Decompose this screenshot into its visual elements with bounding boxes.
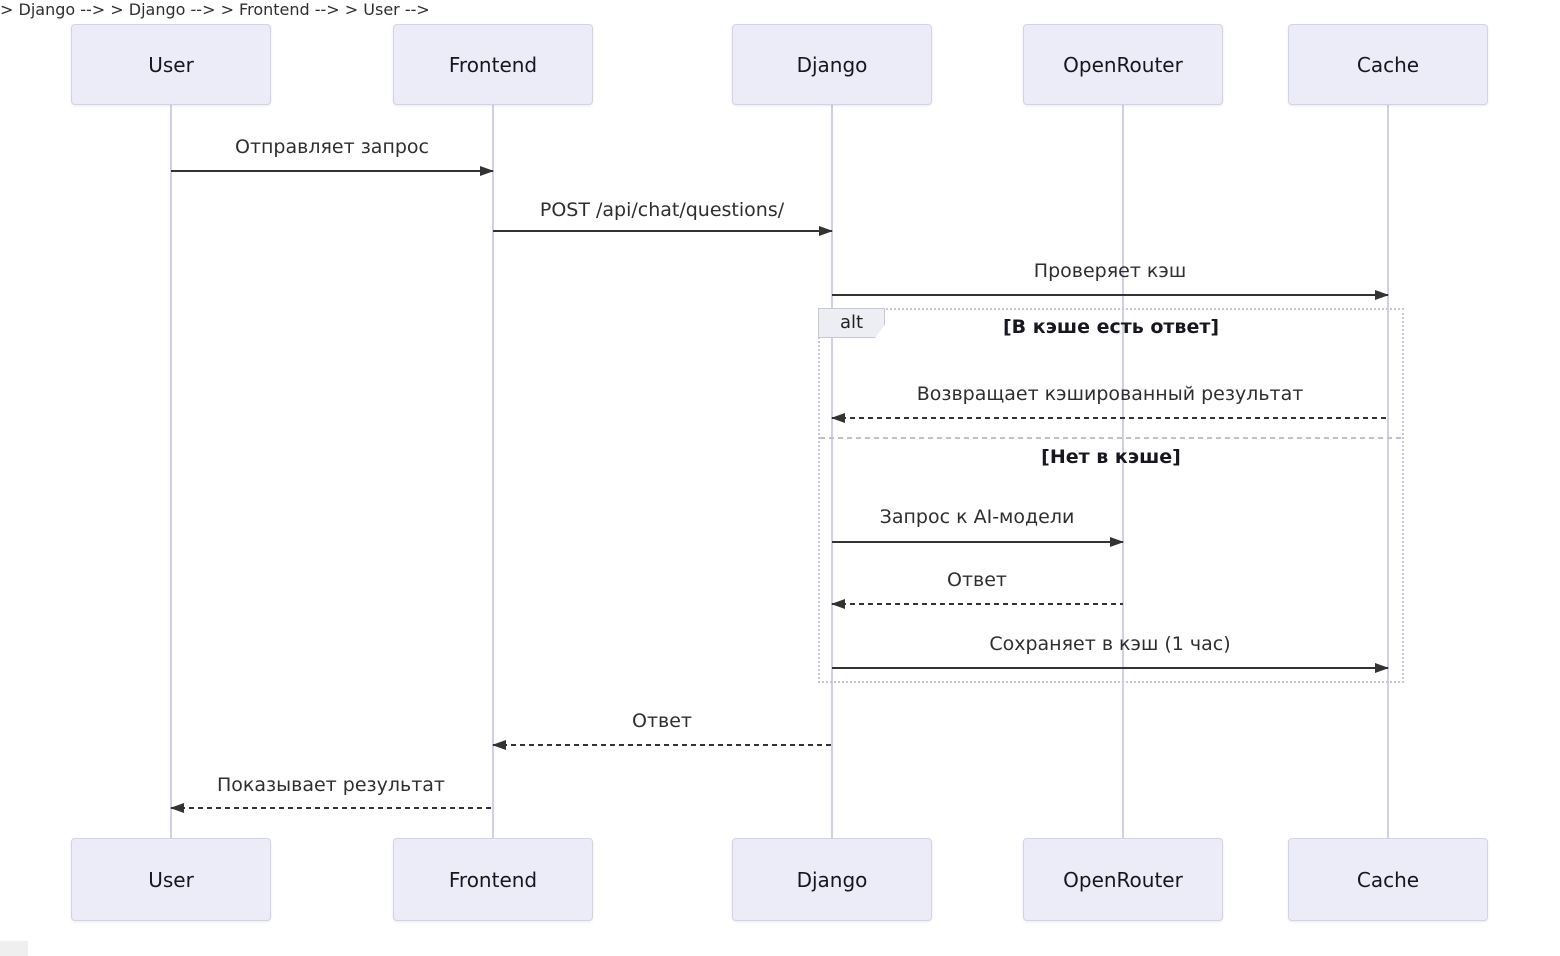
- message-label-save-cache: Сохраняет в кэш (1 час): [989, 633, 1231, 655]
- message-arrow-ai-request: [832, 537, 1124, 547]
- actor-label: Cache: [1356, 867, 1420, 892]
- actor-label: User: [148, 52, 194, 77]
- alt-operator-tab: alt: [818, 308, 885, 338]
- actor-django-top: Django: [732, 24, 932, 105]
- arrowhead-left-icon: [492, 740, 506, 750]
- actor-label: Django: [796, 52, 868, 77]
- lifeline-cache: [1387, 105, 1389, 838]
- corner-artifact: [0, 941, 28, 956]
- actor-label: Cache: [1356, 52, 1420, 77]
- alt-frame: alt [В кэше есть ответ] [Нет в кэше]: [818, 308, 1404, 683]
- alt-condition-cache-hit: [В кэше есть ответ]: [1002, 316, 1220, 338]
- actor-cache-bottom: Cache: [1288, 838, 1488, 921]
- message-arrow-response-frontend: [492, 740, 832, 750]
- actor-label: OpenRouter: [1063, 52, 1183, 77]
- actor-openrouter-top: OpenRouter: [1023, 24, 1223, 105]
- message-label-ai-response: Ответ: [947, 569, 1007, 591]
- actor-cache-top: Cache: [1288, 24, 1488, 105]
- alt-condition-cache-miss: [Нет в кэше]: [1041, 446, 1181, 468]
- message-arrow-return-cached: [831, 413, 1388, 423]
- arrowhead-left-icon: [831, 599, 845, 609]
- actor-frontend-bottom: Frontend: [393, 838, 593, 921]
- message-label-show-result: Показывает результат: [217, 774, 445, 796]
- lifeline-openrouter: [1122, 105, 1124, 838]
- lifeline-user: [170, 105, 172, 838]
- message-arrow-check-cache: [832, 290, 1389, 300]
- message-label-send-request: Отправляет запрос: [234, 136, 430, 158]
- actor-label: Frontend: [448, 52, 538, 77]
- actor-user-bottom: User: [71, 838, 271, 921]
- arrowhead-left-icon: [170, 803, 184, 813]
- arrowhead-left-icon: [831, 413, 845, 423]
- message-arrow-ai-response: [831, 599, 1123, 609]
- lifeline-django: [831, 105, 833, 838]
- actor-openrouter-bottom: OpenRouter: [1023, 838, 1223, 921]
- alt-divider: [820, 437, 1402, 439]
- message-arrow-save-cache: [832, 663, 1389, 673]
- arrowhead-right-icon: [1110, 537, 1124, 547]
- arrowhead-right-icon: [480, 166, 494, 176]
- actor-user-top: User: [71, 24, 271, 105]
- actor-label: OpenRouter: [1063, 867, 1183, 892]
- message-label-post-api: POST /api/chat/questions/: [539, 199, 785, 221]
- message-label-ai-request: Запрос к AI-модели: [879, 506, 1075, 528]
- actor-frontend-top: Frontend: [393, 24, 593, 105]
- actor-django-bottom: Django: [732, 838, 932, 921]
- lifeline-frontend: [492, 105, 494, 838]
- actor-label: User: [148, 867, 194, 892]
- message-label-response-frontend: Ответ: [632, 710, 692, 732]
- arrowhead-right-icon: [1375, 290, 1389, 300]
- message-label-return-cached: Возвращает кэшированный результат: [916, 383, 1304, 405]
- actor-label: Frontend: [448, 867, 538, 892]
- actor-label: Django: [796, 867, 868, 892]
- arrowhead-right-icon: [1375, 663, 1389, 673]
- message-arrow-show-result: [170, 803, 493, 813]
- message-arrow-send-request: [171, 166, 494, 176]
- arrowhead-right-icon: [819, 226, 833, 236]
- message-label-check-cache: Проверяет кэш: [1033, 260, 1187, 282]
- message-arrow-post-api: [493, 226, 833, 236]
- alt-operator-label: alt: [839, 311, 864, 333]
